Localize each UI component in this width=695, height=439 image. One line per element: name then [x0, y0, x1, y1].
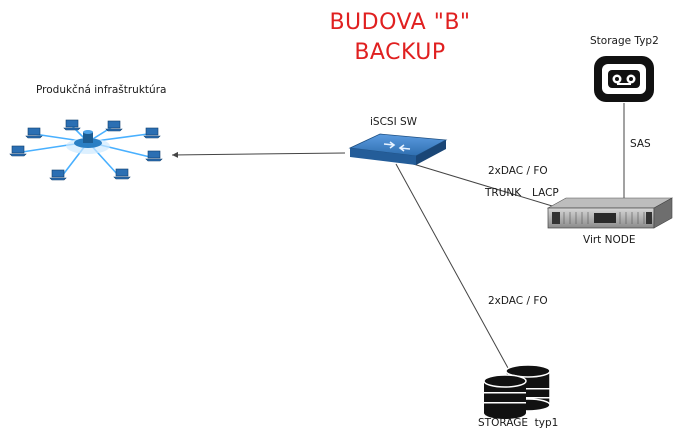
link-switch-to-storage1 [395, 163, 509, 369]
link-label-trunk: TRUNK [485, 187, 522, 199]
storage-typ1-label: STORAGE typ1 [478, 417, 559, 429]
virt-node-label: Virt NODE [583, 234, 636, 246]
server-icon [546, 197, 674, 229]
database-storage-icon [483, 364, 551, 420]
network-hub-icon [21, 125, 151, 177]
link-switch-to-production [171, 151, 346, 158]
link-label-sas: SAS [630, 138, 651, 150]
link-switch-to-virt-node [409, 162, 573, 213]
production-label: Produkčná infraštruktúra [36, 84, 167, 96]
tape-storage-icon [594, 56, 654, 102]
laptop-icons [9, 119, 163, 181]
link-label-switch-storage1: 2xDAC / FO [488, 295, 548, 307]
link-label-switch-node: 2xDAC / FO [488, 165, 548, 177]
diagram-title-line2: BACKUP [354, 40, 446, 65]
link-label-lacp: LACP [532, 187, 559, 199]
storage-typ2-label: Storage Typ2 [590, 35, 659, 47]
diagram-title-line1: BUDOVA "B" [329, 10, 471, 35]
iscsi-switch-label: iSCSI SW [370, 116, 418, 128]
iscsi-switch-icon [348, 133, 448, 165]
